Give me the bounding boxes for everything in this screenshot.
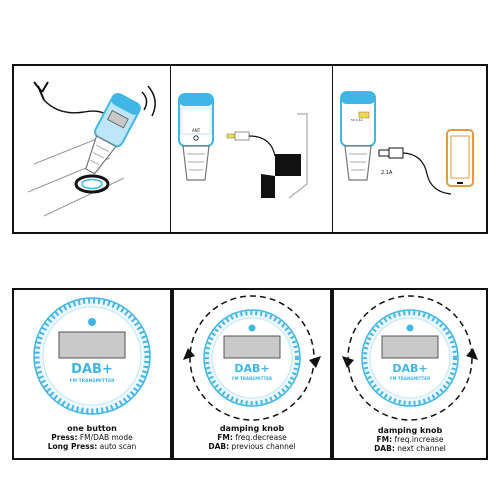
knob-decrease-caption: damping knob FM: freq.decrease DAB: prev…: [174, 424, 330, 451]
indicator-led: [88, 318, 96, 326]
aux-panel: ANT: [170, 64, 333, 234]
lcd-screen: [223, 335, 281, 359]
usb-port-label: 5V 2.1A: [351, 118, 363, 122]
indicator-led: [248, 324, 256, 332]
current-label: 2.1A: [381, 170, 393, 176]
caption-line-2: Long Press: auto scan: [47, 442, 137, 451]
install-illustration: [27, 81, 156, 217]
usb-charging-panel: 5V 2.1A 2.1A: [332, 64, 488, 234]
rotation-path: [189, 295, 315, 421]
device-face: [183, 295, 321, 421]
one-button-caption: one button Press: FM/DAB mode Long Press…: [14, 424, 170, 451]
usb-port: [358, 111, 370, 119]
subtitle-label: FM TRANSMITTER: [389, 376, 431, 381]
arrow-right-icon: [466, 348, 478, 360]
device-face: [33, 297, 151, 415]
indicator-led: [406, 324, 414, 332]
fm-transmitter-device: [85, 92, 141, 175]
signal-waves-icon: [141, 85, 156, 117]
caption-line-1: FM: freq.increase: [376, 435, 444, 444]
aux-port: [193, 135, 199, 141]
aux-jack: [226, 131, 276, 157]
arrow-left-icon: [342, 356, 354, 368]
caption-line-1: Press: FM/DAB mode: [51, 433, 133, 442]
subtitle-label: FM TRANSMITTER: [231, 376, 273, 381]
caption-line-1: FM: freq.decrease: [217, 433, 287, 442]
socket-ring: [74, 174, 110, 194]
lcd-screen: [381, 335, 439, 359]
arrow-right-icon: [309, 356, 321, 368]
usb-charging-illustration: [340, 91, 474, 195]
brand-label: DAB+: [71, 362, 113, 377]
fm-transmitter-device: [178, 93, 214, 181]
ant-label: ANT: [192, 128, 201, 133]
caption-heading: damping knob: [377, 426, 443, 435]
knob-increase-panel: DAB+ FM TRANSMITTER damping knob FM: fre…: [332, 288, 488, 460]
caption-heading: damping knob: [219, 424, 285, 433]
knob-increase-caption: damping knob FM: freq.increase DAB: next…: [334, 426, 486, 453]
knob-decrease-panel: DAB+ FM TRANSMITTER damping knob FM: fre…: [172, 288, 332, 460]
car-stereo: [275, 154, 301, 176]
one-button-panel: DAB+ FM TRANSMITTER one button Press: FM…: [12, 288, 172, 460]
usb-cable: [378, 147, 452, 195]
brand-label: DAB+: [234, 362, 270, 375]
fm-transmitter-device: [340, 91, 376, 181]
caption-line-2: DAB: next channel: [374, 444, 446, 453]
subtitle-label: FM TRANSMITTER: [69, 379, 115, 384]
device-face: [342, 295, 478, 421]
lcd-screen: [58, 331, 126, 359]
install-panel: [12, 64, 171, 234]
arrow-left-icon: [183, 348, 195, 360]
caption-line-2: DAB: previous channel: [208, 442, 296, 451]
phone-icon: [446, 129, 474, 187]
brand-label: DAB+: [392, 362, 428, 375]
aux-illustration: [178, 93, 308, 199]
caption-heading: one button: [67, 424, 117, 433]
